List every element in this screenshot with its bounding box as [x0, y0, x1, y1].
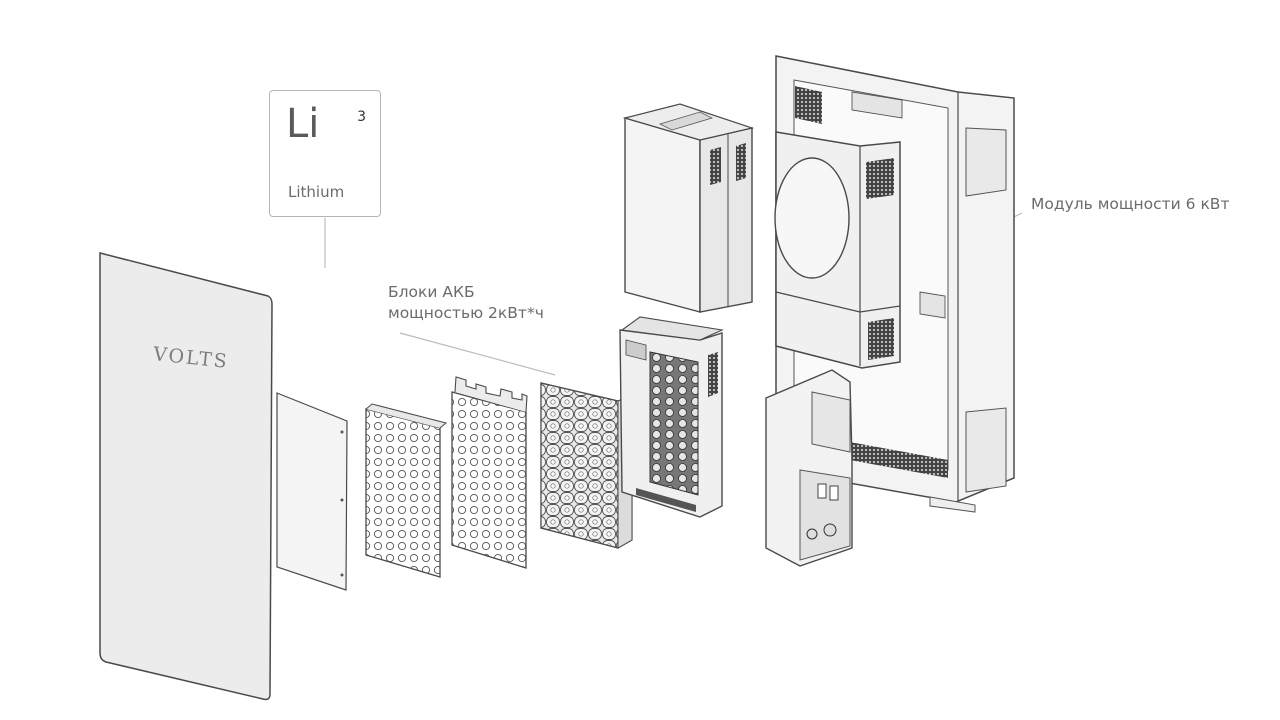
battery-cell-block — [540, 382, 633, 549]
terminal-door-panel — [765, 369, 853, 567]
cell-holder-grid-back — [451, 376, 528, 569]
separator-sheet — [276, 392, 348, 591]
element-atomic-number: 3 — [357, 109, 366, 125]
front-cover-panel — [99, 252, 273, 701]
battery-rack-housing — [619, 316, 724, 518]
power-module-6kw — [774, 131, 901, 369]
power-module-label: Модуль мощности 6 кВт — [1031, 195, 1230, 213]
battery-blocks-label-line1: Блоки АКБ — [388, 283, 475, 301]
battery-blocks-label: Блоки АКБ мощностью 2кВт*ч — [388, 282, 544, 324]
inverter-module-box — [622, 103, 755, 313]
battery-leader-line — [399, 332, 556, 376]
cell-holder-grid-front — [365, 403, 448, 578]
element-symbol: Li — [286, 101, 320, 147]
element-name: Lithium — [288, 183, 345, 201]
battery-blocks-label-line2: мощностью 2кВт*ч — [388, 304, 544, 322]
lithium-element-tile: Li 3 Lithium — [269, 90, 381, 217]
